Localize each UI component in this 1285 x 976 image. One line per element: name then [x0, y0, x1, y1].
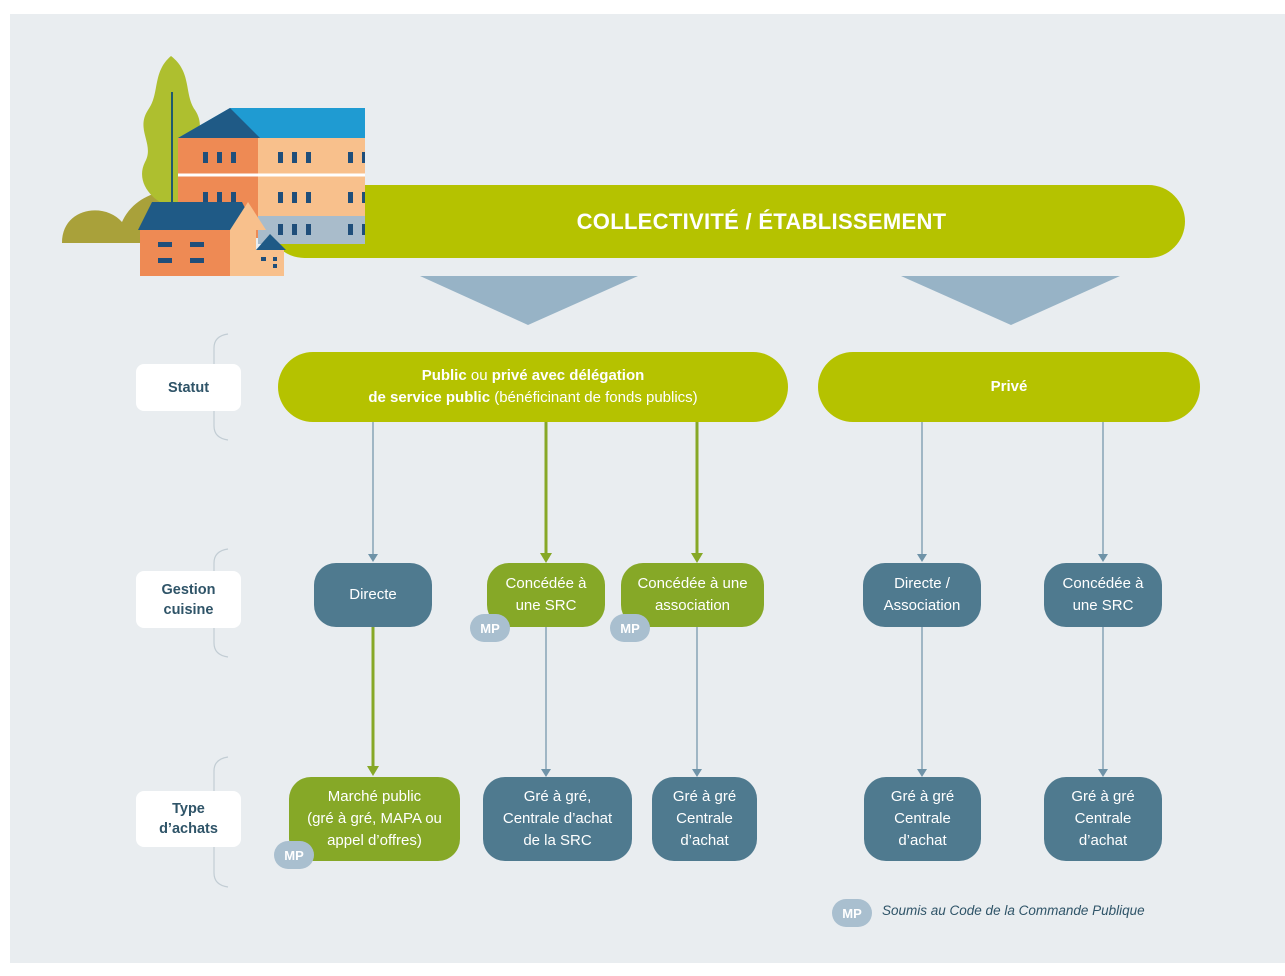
legend-text: Soumis au Code de la Commande Publique: [882, 903, 1145, 918]
arrowhead: [917, 554, 927, 562]
gestion-concedee-src-node: Concédée à une SRC: [487, 563, 605, 627]
row-label-statut: Statut: [136, 364, 241, 411]
statut-public-node: Public ou privé avec délégation de servi…: [278, 352, 788, 422]
achats-marche-public-node: Marché public (gré à gré, MAPA ou appel …: [289, 777, 460, 861]
down-chevron-left: [420, 276, 638, 325]
mp-badge: MP: [610, 614, 650, 642]
row-label-type: Type d’achats: [136, 791, 241, 847]
gestion-concedee-association-node: Concédée à une association: [621, 563, 764, 627]
achats-prive-association-node: Gré à gré Centrale d’achat: [864, 777, 981, 861]
legend-mp-badge: MP: [832, 899, 872, 927]
mp-badge: MP: [470, 614, 510, 642]
row-label-gestion: Gestion cuisine: [136, 571, 241, 628]
arrowhead: [917, 769, 927, 777]
arrowhead: [1098, 769, 1108, 777]
statut-prive-node: Privé: [818, 352, 1200, 422]
arrowhead: [540, 553, 552, 563]
gestion-prive-concedee-src-node: Concédée à une SRC: [1044, 563, 1162, 627]
arrowhead: [541, 769, 551, 777]
arrowhead: [367, 766, 379, 776]
down-chevron-right: [901, 276, 1120, 325]
achats-association-node: Gré à gré Centrale d’achat: [652, 777, 757, 861]
arrowhead: [1098, 554, 1108, 562]
gestion-directe-node: Directe: [314, 563, 432, 627]
mp-badge: MP: [274, 841, 314, 869]
gestion-directe-association-node: Directe / Association: [863, 563, 981, 627]
achats-prive-src-node: Gré à gré Centrale d’achat: [1044, 777, 1162, 861]
arrowhead: [691, 553, 703, 563]
diagram-canvas: COLLECTIVITÉ / ÉTABLISSEMENT: [10, 14, 1285, 963]
building-illustration: [62, 56, 365, 276]
house-icon: [138, 202, 256, 230]
statut-public-term: Public: [421, 367, 467, 384]
arrowhead: [368, 554, 378, 562]
header-title: COLLECTIVITÉ / ÉTABLISSEMENT: [576, 208, 947, 234]
achats-centrale-src-node: Gré à gré, Centrale d’achat de la SRC: [483, 777, 632, 861]
header-bar: COLLECTIVITÉ / ÉTABLISSEMENT: [268, 185, 1185, 258]
arrowhead: [692, 769, 702, 777]
